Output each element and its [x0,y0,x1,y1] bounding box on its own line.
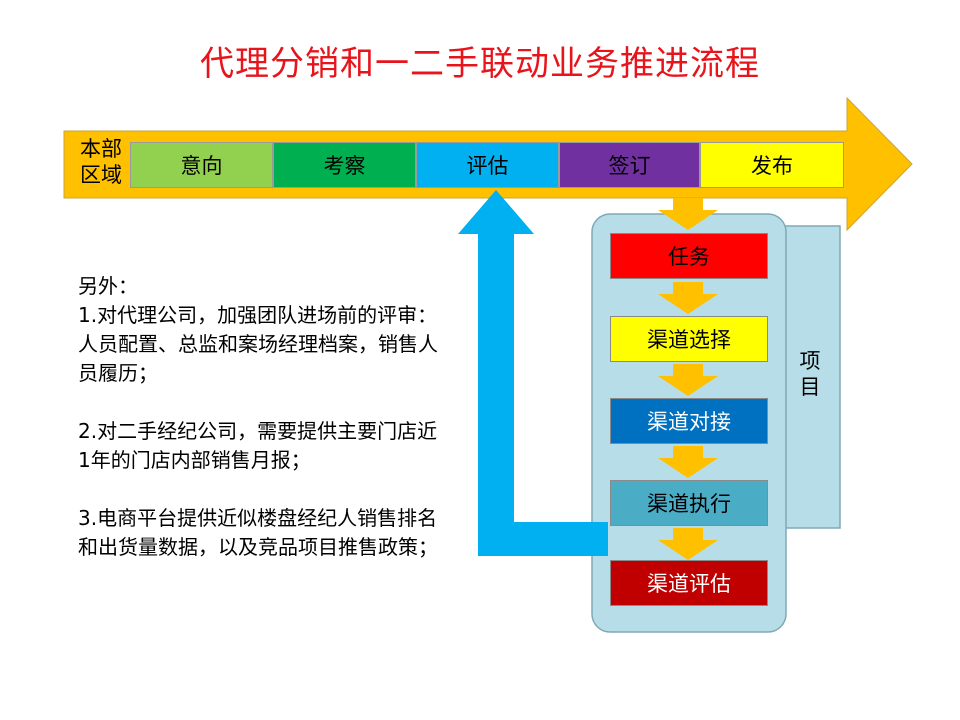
stage-signing: 签订 [559,142,700,188]
stage-release: 发布 [700,142,844,188]
step-arrows [658,198,718,560]
stage-intent: 意向 [130,142,273,188]
step-channel-execution: 渠道执行 [610,480,768,526]
note-item-broker: 2.对二手经纪公司，需要提供主要门店近1年的门店内部销售月报； [78,419,438,472]
step-arrow-2 [658,364,718,396]
project-side-panel [783,225,841,529]
notes-heading: 另外： [78,274,138,298]
page-title: 代理分销和一二手联动业务推进流程 [200,44,760,84]
region-label: 本部区域 [80,137,122,187]
step-arrow-0 [658,198,718,230]
project-label: 项目 [799,349,821,399]
step-channel-connection: 渠道对接 [610,398,768,444]
feedback-arrow [458,190,608,556]
step-channel-evaluation: 渠道评估 [610,560,768,606]
step-arrow-3 [658,446,718,478]
step-arrow-1 [658,282,718,314]
notes-block: 另外： 1.对代理公司，加强团队进场前的评审：人员配置、总监和案场经理档案，销售… [78,272,448,591]
stage-inspection: 考察 [273,142,416,188]
note-item-agency: 1.对代理公司，加强团队进场前的评审：人员配置、总监和案场经理档案，销售人员履历… [78,303,438,385]
step-task: 任务 [610,233,768,279]
step-channel-selection: 渠道选择 [610,316,768,362]
step-arrow-4 [658,528,718,560]
stage-evaluation: 评估 [416,142,559,188]
note-item-ecommerce: 3.电商平台提供近似楼盘经纪人销售排名和出货量数据，以及竞品项目推售政策； [78,506,438,559]
